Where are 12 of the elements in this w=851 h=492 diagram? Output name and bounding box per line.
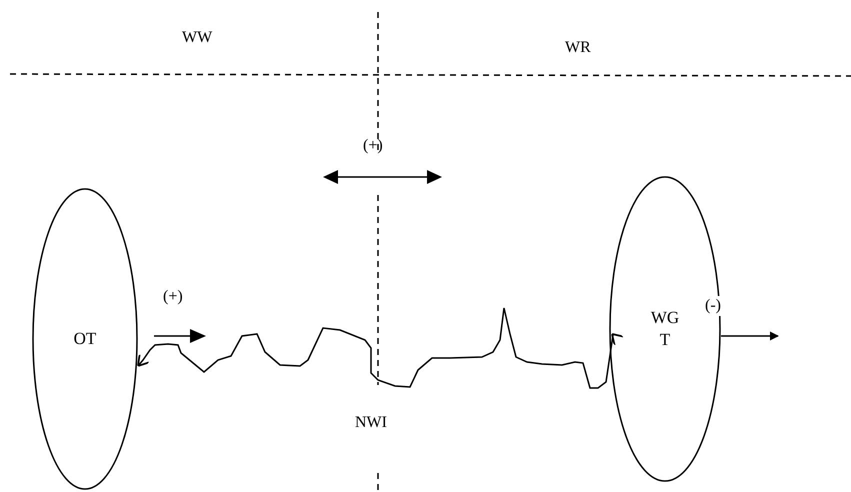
node-label: OT: [74, 328, 96, 350]
text-label: WR: [565, 38, 591, 58]
node-label: WG T: [650, 307, 680, 351]
text-label: (+): [363, 136, 383, 156]
text-label: (+): [163, 287, 183, 307]
ellipse-node: [32, 188, 138, 490]
text-label: NWI: [355, 413, 387, 433]
ellipse-node: [609, 176, 721, 482]
wavy-arrow: [137, 307, 624, 389]
edge-label: (-): [705, 296, 721, 316]
arrow: [721, 332, 779, 340]
text-label: WW: [182, 28, 212, 48]
